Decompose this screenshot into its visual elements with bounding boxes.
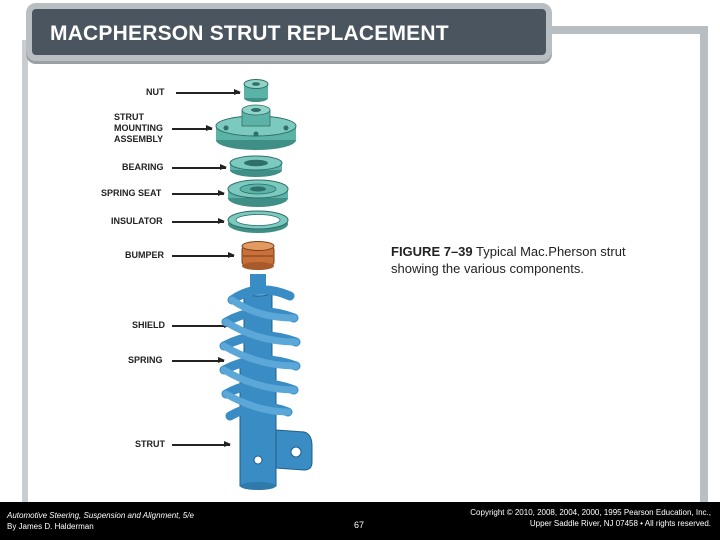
arrow-bearing <box>172 164 227 170</box>
page-number: 67 <box>354 520 365 530</box>
footer-book-title: Automotive Steering, Suspension and Alig… <box>7 511 194 520</box>
arrow-spring <box>172 357 225 363</box>
insulator-part <box>227 210 289 233</box>
bearing-part <box>229 155 283 177</box>
label-spring-seat: SPRING SEAT <box>101 188 162 198</box>
arrow-nut <box>176 89 241 95</box>
copyright-line-2: Upper Saddle River, NJ 07458 • All right… <box>529 519 711 528</box>
arrow-insulator <box>172 218 225 224</box>
label-strut: STRUT <box>135 439 165 449</box>
footer-book-info: Automotive Steering, Suspension and Alig… <box>7 510 194 532</box>
footer-copyright: Copyright © 2010, 2008, 2004, 2000, 1995… <box>470 507 711 529</box>
arrow-strut <box>172 441 231 447</box>
label-insulator: INSULATOR <box>111 216 163 226</box>
frame-left-bar <box>22 40 28 502</box>
label-bumper: BUMPER <box>125 250 165 260</box>
title-banner: MACPHERSON STRUT REPLACEMENT <box>26 3 552 61</box>
figure-number: FIGURE 7–39 <box>391 244 473 259</box>
mounting-assembly-part <box>215 104 297 150</box>
arrow-spring-seat <box>172 190 225 196</box>
bumper-part <box>241 241 275 270</box>
footer-author: By James D. Halderman <box>7 522 94 531</box>
label-bearing: BEARING <box>122 162 164 172</box>
figure-caption: FIGURE 7–39 Typical Mac.Pherson strut sh… <box>391 243 631 277</box>
label-shield: SHIELD <box>132 320 166 330</box>
arrow-bumper <box>172 252 235 258</box>
footer-bar: Automotive Steering, Suspension and Alig… <box>0 502 720 540</box>
label-strut-mounting-2: MOUNTING <box>114 123 163 133</box>
arrow-mounting <box>172 125 213 131</box>
label-strut-mounting-1: STRUT <box>114 112 144 122</box>
nut-part <box>243 79 269 102</box>
label-strut-mounting-3: ASSEMBLY <box>114 134 164 144</box>
frame-right-bar <box>700 26 708 502</box>
spring-seat-part <box>227 179 289 207</box>
label-spring: SPRING <box>128 355 163 365</box>
copyright-line-1: Copyright © 2010, 2008, 2004, 2000, 1995… <box>470 508 711 517</box>
slide-title: MACPHERSON STRUT REPLACEMENT <box>50 22 449 45</box>
frame-top-bar <box>548 26 708 34</box>
spring-front-coils <box>220 296 300 416</box>
label-nut: NUT <box>146 87 165 97</box>
figure-caption-text: Typical Mac.Pherson strut showing the va… <box>391 244 626 276</box>
